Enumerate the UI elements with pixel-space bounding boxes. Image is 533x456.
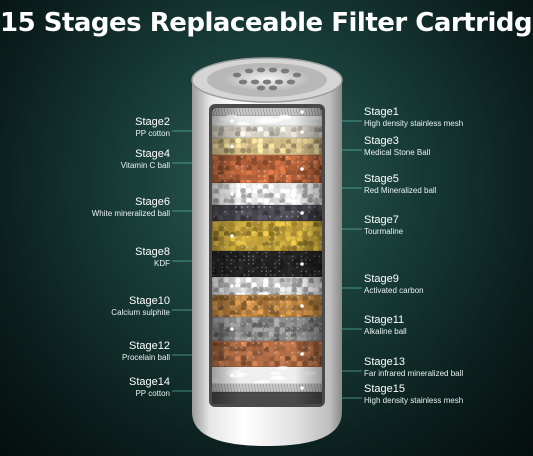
stage-description: Calcium sulphite bbox=[111, 308, 170, 318]
connector-dot-15 bbox=[300, 386, 304, 390]
stage-name: Stage8 bbox=[135, 246, 170, 258]
stage-name: Stage12 bbox=[129, 340, 170, 352]
stage-name: Stage14 bbox=[129, 376, 170, 388]
stage-description: KDF bbox=[154, 259, 170, 269]
stage-description: PP cotton bbox=[135, 389, 170, 399]
connector-dot-1 bbox=[300, 110, 304, 114]
cap-hole-9 bbox=[262, 79, 272, 85]
cap-hole-8 bbox=[250, 79, 260, 85]
stage-name: Stage5 bbox=[364, 173, 399, 185]
connector-dot-2 bbox=[230, 119, 234, 123]
stage-description: Activated carbon bbox=[364, 286, 424, 296]
connector-dot-11 bbox=[300, 304, 304, 308]
cap-hole-13 bbox=[268, 85, 278, 91]
cap-hole-5 bbox=[280, 68, 290, 74]
cap-hole-11 bbox=[286, 79, 296, 85]
cartridge-top-plate bbox=[221, 66, 313, 92]
stage-name: Stage11 bbox=[364, 314, 405, 326]
cap-hole-4 bbox=[268, 67, 278, 73]
stage-description: Tourmaline bbox=[364, 227, 404, 237]
stage-name: Stage4 bbox=[135, 148, 170, 160]
stage-description: Alkaline ball bbox=[364, 327, 407, 337]
connector-dot-13 bbox=[300, 352, 304, 356]
stage-description: High density stainless mesh bbox=[364, 119, 464, 129]
connector-dot-9 bbox=[300, 262, 304, 266]
cap-hole-12 bbox=[256, 85, 266, 91]
stage-description: Red Mineralized ball bbox=[364, 186, 437, 196]
cap-hole-1 bbox=[232, 72, 242, 78]
stage-description: Medical Stone Ball bbox=[364, 148, 431, 158]
stage-description: Vitamin C ball bbox=[120, 161, 170, 171]
stage-description: Procelain ball bbox=[121, 353, 170, 363]
stage-name: Stage13 bbox=[364, 356, 405, 368]
cap-holes bbox=[232, 67, 302, 91]
cap-hole-6 bbox=[292, 72, 302, 78]
stage-name: Stage2 bbox=[135, 116, 170, 128]
cap-hole-2 bbox=[244, 68, 254, 74]
connector-dot-4 bbox=[230, 144, 234, 149]
stage-description: PP cotton bbox=[135, 129, 170, 139]
stage-name: Stage9 bbox=[364, 273, 399, 285]
cavity-shading bbox=[212, 108, 322, 404]
connector-dot-5 bbox=[300, 167, 304, 171]
connector-dot-10 bbox=[230, 284, 234, 288]
connector-dot-3 bbox=[300, 130, 304, 134]
connector-dot-14 bbox=[230, 373, 234, 378]
stage-name: Stage1 bbox=[364, 106, 399, 118]
stage-description: White mineralized ball bbox=[91, 209, 170, 219]
connector-dot-7 bbox=[300, 211, 304, 215]
connector-dot-6 bbox=[230, 192, 234, 196]
stage-description: Far infrared mineralized ball bbox=[364, 369, 464, 379]
stage-name: Stage6 bbox=[135, 196, 170, 208]
cap-hole-3 bbox=[256, 67, 266, 73]
stage-name: Stage10 bbox=[129, 295, 170, 307]
stage-name: Stage7 bbox=[364, 214, 399, 226]
connector-dot-8 bbox=[230, 234, 234, 238]
cap-hole-7 bbox=[238, 79, 248, 85]
connector-dot-12 bbox=[230, 327, 234, 331]
cap-hole-10 bbox=[274, 79, 284, 85]
page-title: 15 Stages Replaceable Filter Cartridge bbox=[0, 8, 533, 38]
stage-name: Stage3 bbox=[364, 135, 399, 147]
stage-name: Stage15 bbox=[364, 383, 405, 395]
stage-description: High density stainless mesh bbox=[364, 396, 464, 406]
